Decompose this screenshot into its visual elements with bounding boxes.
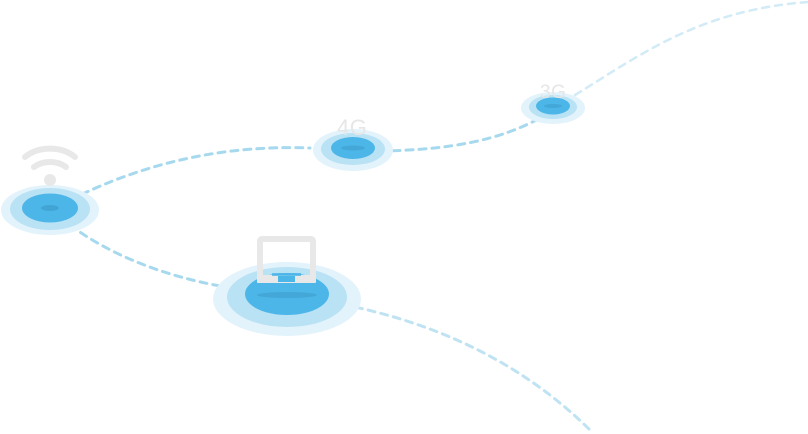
route-wifi-to-computer bbox=[68, 223, 247, 292]
node-4g-label: 4G bbox=[337, 115, 368, 140]
wifi-node bbox=[1, 185, 99, 235]
computer-icon bbox=[257, 236, 316, 283]
route-3g-to-edge bbox=[573, 0, 808, 97]
computer-node bbox=[213, 262, 361, 336]
wifi-icon bbox=[22, 145, 78, 186]
node-4g bbox=[313, 129, 393, 171]
node-3g-label: 3G bbox=[540, 82, 567, 103]
route-wifi-to-4g bbox=[68, 146, 312, 202]
route-4g-to-3g bbox=[378, 116, 542, 153]
route-computer-to-bottom bbox=[328, 300, 594, 434]
node-3g bbox=[521, 92, 585, 124]
